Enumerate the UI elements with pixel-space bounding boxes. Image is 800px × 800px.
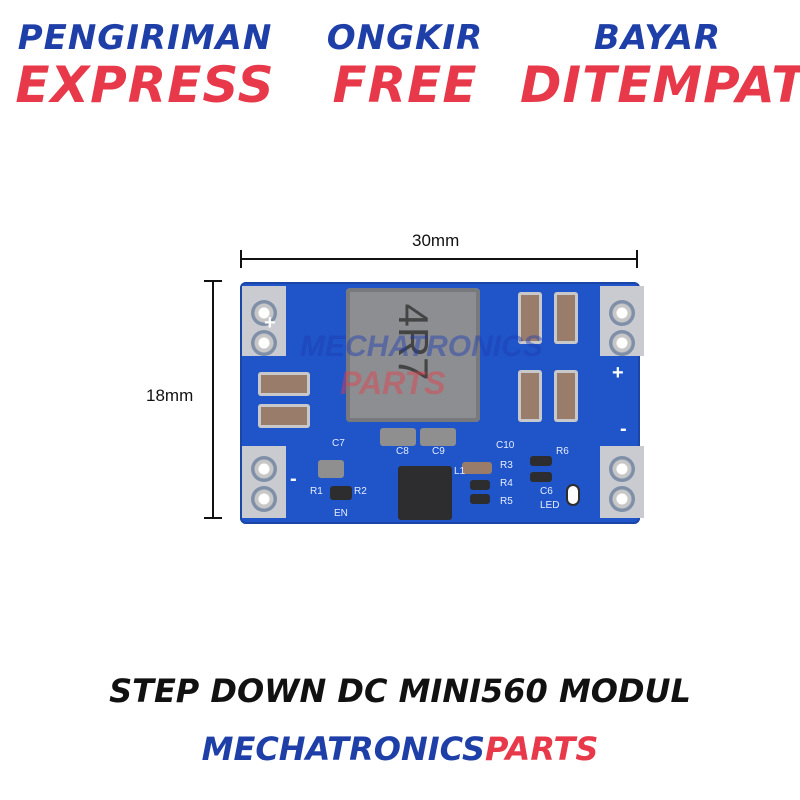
plus-symbol-right: + (612, 362, 624, 384)
silk-r5: R5 (500, 496, 513, 507)
banner-bottom-text: EXPRESS (15, 56, 275, 114)
silk-r2: R2 (354, 486, 367, 497)
width-dimension-line (240, 258, 638, 260)
banner-bottom-text: DITEMPAT (520, 56, 800, 114)
width-dimension-tick-left (240, 250, 242, 268)
pin-hole (251, 486, 277, 512)
silk-c6: C6 (540, 486, 553, 497)
height-dimension-tick-bottom (204, 517, 222, 519)
silk-r6: R6 (556, 446, 569, 457)
height-dimension-tick-top (204, 280, 222, 282)
pin-hole (609, 330, 635, 356)
small-component (330, 486, 352, 500)
banner-top-text: PENGIRIMAN (17, 18, 273, 58)
ic-chip (398, 466, 452, 520)
silk-r3: R3 (500, 460, 513, 471)
plus-symbol-left: + (264, 312, 276, 334)
brand-part2: PARTS (485, 730, 599, 768)
silk-r1: R1 (310, 486, 323, 497)
pin-hole (251, 300, 277, 326)
small-component (530, 472, 552, 482)
pin-hole (609, 486, 635, 512)
silk-l1: L1 (454, 466, 466, 477)
capacitor (554, 370, 578, 422)
width-dimension-label: 30mm (412, 231, 460, 250)
minus-symbol-left: - (290, 468, 297, 490)
capacitor (258, 372, 310, 396)
pin-hole (251, 330, 277, 356)
small-component (420, 428, 456, 446)
pin-hole (609, 456, 635, 482)
free-shipping-banner: ONGKIR FREE (310, 18, 500, 112)
capacitor (518, 292, 542, 344)
small-component (470, 480, 490, 490)
silk-led: LED (540, 500, 560, 511)
watermark-bottom: PARTS (340, 365, 446, 401)
minus-symbol-right: - (620, 418, 627, 440)
small-component (462, 462, 492, 474)
height-dimension-label: 18mm (146, 386, 194, 405)
banner-top-text: BAYAR (593, 18, 722, 58)
small-component (380, 428, 416, 446)
silk-c8: C8 (396, 446, 409, 457)
cod-banner: BAYAR DITEMPAT (520, 18, 800, 114)
width-dimension-tick-right (636, 250, 638, 268)
brand-part1: MECHATRONICS (201, 730, 486, 768)
brand-name: MECHATRONICSPARTS (0, 730, 800, 768)
pin-hole (609, 300, 635, 326)
capacitor (258, 404, 310, 428)
small-component (318, 460, 344, 478)
pin-hole (251, 456, 277, 482)
banner-top-text: ONGKIR (326, 18, 484, 58)
shipping-express-banner: PENGIRIMAN EXPRESS (10, 18, 280, 112)
led (568, 486, 578, 504)
silk-r4: R4 (500, 478, 513, 489)
silk-en: EN (334, 508, 348, 519)
silk-c9: C9 (432, 446, 445, 457)
inductor (346, 288, 480, 422)
watermark-top: MECHATRONICS (300, 330, 543, 363)
height-dimension-line (212, 280, 214, 518)
product-title: STEP DOWN DC MINI560 MODUL (109, 672, 691, 710)
capacitor (518, 370, 542, 422)
banner-bottom-text: FREE (332, 56, 478, 114)
silk-c10: C10 (496, 440, 515, 451)
capacitor (554, 292, 578, 344)
silk-c7: C7 (332, 438, 345, 449)
small-component (530, 456, 552, 466)
small-component (470, 494, 490, 504)
